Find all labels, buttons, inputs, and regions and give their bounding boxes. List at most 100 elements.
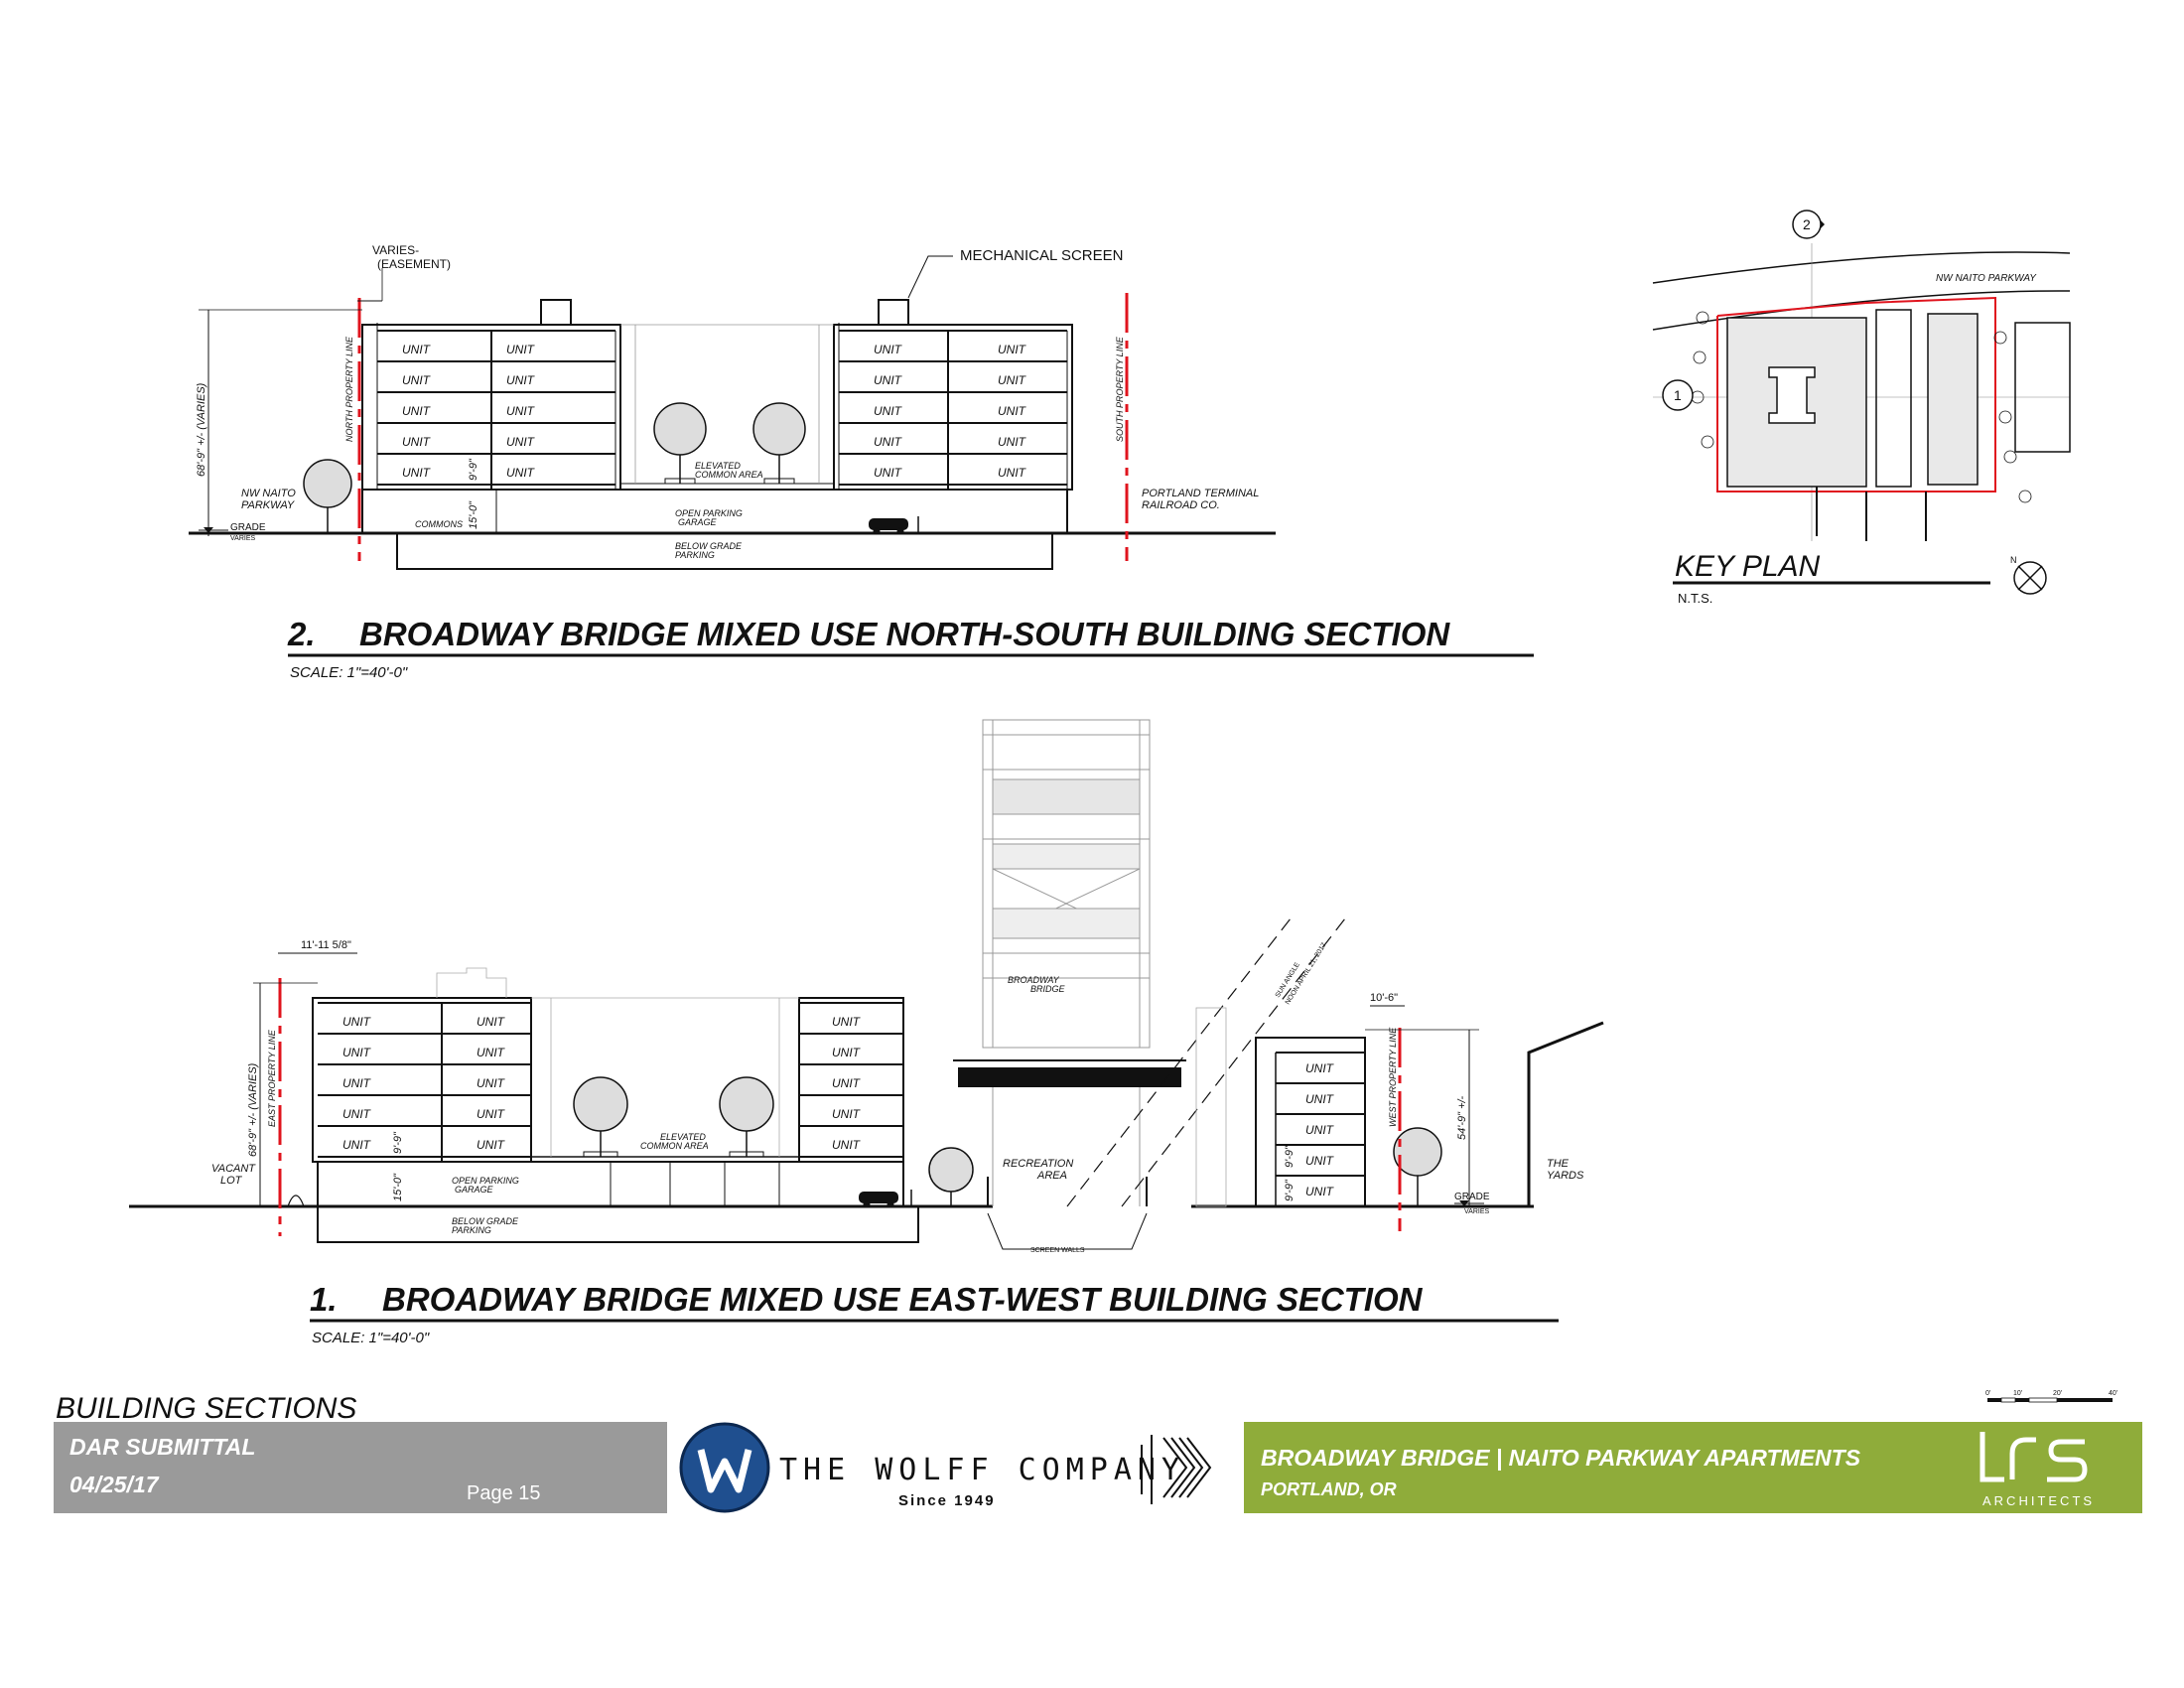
unit-label: UNIT (342, 1046, 372, 1059)
dimension-label: 9'-9" (1284, 1145, 1296, 1168)
elevated-label: COMMON AREA (695, 470, 763, 480)
railroad-label: RAILROAD CO. (1142, 499, 1220, 511)
unit-label: UNIT (506, 466, 536, 480)
unit-label: UNIT (998, 466, 1027, 480)
unit-label: UNIT (832, 1138, 862, 1152)
unit-label: UNIT (506, 343, 536, 356)
car-icon (869, 516, 919, 535)
height-dimension: 68'-9" +/- (VARIES) (247, 1062, 259, 1157)
unit-label: UNIT (1305, 1185, 1335, 1198)
grade-varies-label: VARIES (1464, 1208, 1489, 1215)
title-block: BUILDING SECTIONS DAR SUBMITTAL 04/25/17… (54, 1390, 2142, 1513)
unit-label: UNIT (506, 404, 536, 418)
tree-icon (719, 1076, 774, 1158)
page-number: Page 15 (467, 1482, 541, 1504)
bridge-deck (958, 1067, 1181, 1087)
section-title: BROADWAY BRIDGE MIXED USE EAST-WEST BUIL… (382, 1281, 1424, 1318)
yards-label: THE (1547, 1158, 1570, 1170)
left-wing (312, 997, 532, 1163)
architect-subtitle: ARCHITECTS (1982, 1493, 2095, 1508)
north-arrow-icon (2013, 561, 2047, 595)
bridge-label: BROADWAY (1008, 975, 1060, 985)
scale-tick: 40' (2109, 1390, 2117, 1397)
section-marker-label: 2 (1803, 216, 1811, 232)
key-plan-labels: 2 1 NW NAITO PARKWAY N KEY PLAN N.T.S. (1674, 216, 2037, 606)
section-north-south-labels: UNIT UNIT UNIT UNIT UNIT UNIT UNIT UNIT … (196, 243, 1534, 681)
commons-label: COMMONS (415, 519, 463, 529)
unit-label: UNIT (1305, 1154, 1335, 1168)
bridge-label: BRIDGE (1030, 984, 1066, 994)
section-title: BROADWAY BRIDGE MIXED USE NORTH-SOUTH BU… (359, 616, 1450, 652)
section-scale: SCALE: 1"=40'-0" (290, 664, 408, 681)
grade-label: GRADE (1454, 1192, 1490, 1202)
unit-label: UNIT (342, 1076, 372, 1090)
unit-label: UNIT (402, 466, 432, 480)
unit-label: UNIT (998, 343, 1027, 356)
open-parking-label: OPEN PARKING (675, 508, 743, 518)
mechanical-screen (878, 299, 909, 326)
easement-label: (EASEMENT) (377, 257, 451, 271)
unit-label: UNIT (998, 373, 1027, 387)
railroad-label: PORTLAND TERMINAL (1142, 488, 1259, 499)
shrub-icon (287, 1195, 305, 1207)
developer-name: THE WOLFF COMPANY (779, 1453, 1185, 1487)
unit-label: UNIT (506, 435, 536, 449)
vacant-lot-label: LOT (220, 1175, 243, 1187)
unit-label: UNIT (402, 343, 432, 356)
height-dimension: 68'-9" +/- (VARIES) (196, 382, 207, 477)
unit-label: UNIT (874, 404, 903, 418)
unit-label: UNIT (477, 1076, 506, 1090)
project-panel (1244, 1422, 2142, 1513)
broadway-bridge (982, 719, 1151, 1049)
right-wing (798, 997, 904, 1163)
key-plan (1652, 210, 2071, 595)
scale-tick: 10' (2013, 1390, 2022, 1397)
tree-icon (573, 1076, 628, 1158)
dimension-label: 9'-9" (1284, 1179, 1296, 1201)
below-grade-label: PARKING (675, 550, 715, 560)
screen-walls-label: SCREEN WALLS (1030, 1247, 1085, 1254)
car-icon (859, 1190, 912, 1208)
varies-label: VARIES- (372, 243, 419, 257)
sheet-title: BUILDING SECTIONS (56, 1392, 356, 1425)
unit-label: UNIT (874, 343, 903, 356)
street-label: NW NAITO PARKWAY (1936, 273, 2037, 284)
key-plan-scale: N.T.S. (1678, 591, 1712, 606)
project-name: BROADWAY BRIDGE | NAITO PARKWAY APARTMEN… (1261, 1445, 1861, 1471)
section-marker-1 (1662, 379, 1694, 411)
key-plan-title: KEY PLAN (1675, 550, 1821, 583)
section-east-west (129, 719, 1604, 1250)
unit-label: UNIT (402, 373, 432, 387)
lrs-logo-icon (1979, 1432, 2088, 1482)
tree-icon (1393, 1127, 1442, 1206)
unit-label: UNIT (998, 435, 1027, 449)
grade-label: GRADE (230, 522, 266, 533)
dimension-label: 9'-9" (468, 458, 479, 481)
dimension-label: 15'-0" (468, 500, 479, 529)
scale-tick: 20' (2053, 1390, 2062, 1397)
unit-label: UNIT (342, 1138, 372, 1152)
unit-label: UNIT (402, 404, 432, 418)
recreation-label: RECREATION (1003, 1158, 1073, 1170)
right-wing (833, 324, 1073, 491)
submittal-panel (54, 1422, 667, 1513)
grade-varies-label: VARIES (230, 535, 255, 542)
west-building (1255, 1037, 1366, 1207)
dimension-label: 15'-0" (392, 1173, 404, 1201)
unit-label: UNIT (1305, 1092, 1335, 1106)
unit-label: UNIT (832, 1076, 862, 1090)
section-scale: SCALE: 1"=40'-0" (312, 1330, 430, 1346)
below-grade-parking (396, 532, 1053, 570)
street-label: NW NAITO (241, 488, 296, 499)
dimension-label: 11'-11 5/8" (301, 939, 351, 951)
submittal-date: 04/25/17 (69, 1472, 160, 1497)
unit-label: UNIT (402, 435, 432, 449)
street-label: PARKWAY (241, 499, 295, 511)
elevated-label: COMMON AREA (640, 1141, 709, 1151)
open-parking-label: OPEN PARKING (452, 1176, 519, 1186)
submittal-label: DAR SUBMITTAL (69, 1434, 255, 1460)
dimension-label: 10'-6" (1370, 992, 1398, 1004)
open-parking-label: GARAGE (678, 517, 718, 527)
unit-label: UNIT (998, 404, 1027, 418)
